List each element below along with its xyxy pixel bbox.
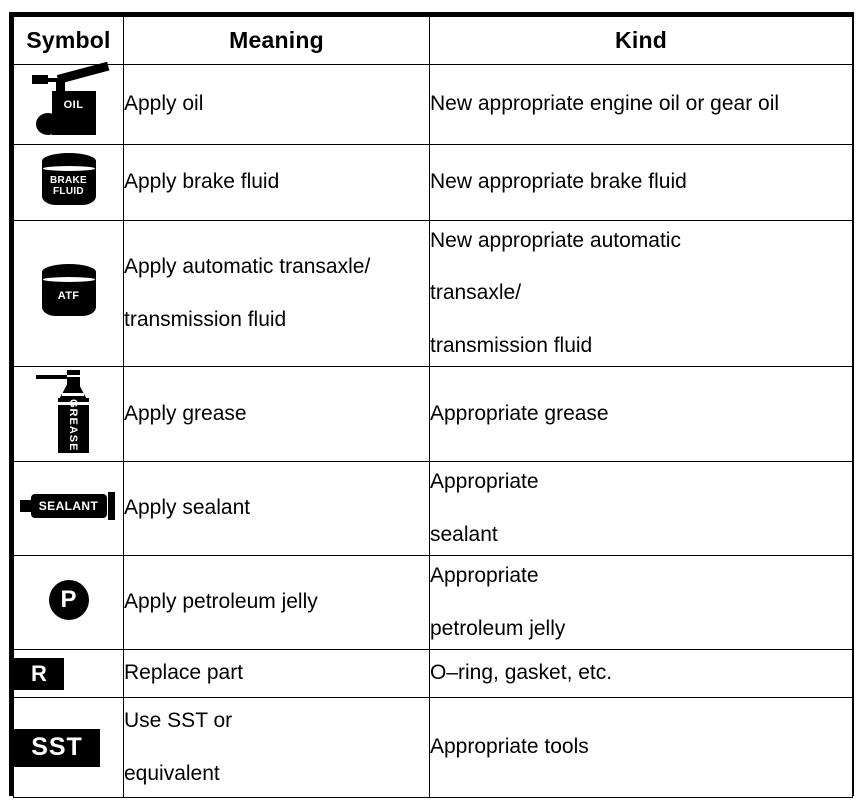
meaning-cell: Replace part <box>123 649 430 698</box>
petroleum-jelly-icon-label: P <box>60 586 77 613</box>
symbol-cell: BRAKE FLUID <box>13 144 124 221</box>
meaning-cell: Use SST or equivalent <box>123 697 430 798</box>
meaning-line: Use SST or <box>124 709 233 733</box>
table-row: R Replace part O–ring, gasket, etc. <box>13 649 853 698</box>
kind-line: Appropriate grease <box>430 401 609 425</box>
meaning-line: Replace part <box>124 661 244 685</box>
meaning-line: Apply oil <box>124 92 204 116</box>
table-row: OIL Apply oil New appropriate engine oil… <box>13 61 853 145</box>
kind-line: petroleum jelly <box>430 616 566 640</box>
kind-line: Appropriate tools <box>430 735 589 759</box>
meaning-line: Apply brake fluid <box>124 170 280 194</box>
kind-line: transaxle/ <box>430 281 522 305</box>
meaning-cell: Apply petroleum jelly <box>123 555 430 650</box>
atf-can-icon: ATF <box>41 264 96 318</box>
kind-cell: New appropriate automatic transaxle/ tra… <box>429 220 853 367</box>
brake-fluid-icon-label-line1: BRAKE <box>49 175 88 186</box>
sealant-tube-icon: SEALANT <box>19 491 118 521</box>
petroleum-jelly-icon: P <box>48 580 89 620</box>
meaning-line: Apply grease <box>124 401 247 425</box>
table-body: OIL Apply oil New appropriate engine oil… <box>13 61 853 798</box>
symbol-cell: R <box>13 649 124 698</box>
meaning-cell: Apply grease <box>123 366 430 462</box>
kind-line: O–ring, gasket, etc. <box>430 661 613 685</box>
oil-can-icon: OIL <box>30 61 109 135</box>
symbol-legend-table-frame: Symbol Meaning Kind OIL <box>9 12 854 798</box>
atf-icon-label: ATF <box>57 290 80 302</box>
table-row: ATF Apply automatic transaxle/ transmiss… <box>13 220 853 367</box>
meaning-line: Apply petroleum jelly <box>124 590 318 614</box>
table-header: Symbol Meaning Kind <box>13 16 853 65</box>
meaning-cell: Apply oil <box>123 64 430 145</box>
grease-gun-icon: GREASE <box>35 369 102 455</box>
symbol-cell: P <box>13 555 124 650</box>
column-header-symbol: Symbol <box>13 16 124 65</box>
kind-cell: Appropriate grease <box>429 366 853 462</box>
meaning-cell: Apply brake fluid <box>123 144 430 221</box>
symbol-cell: OIL <box>13 61 124 145</box>
sst-icon-label: SST <box>31 733 83 761</box>
meaning-line: Apply sealant <box>124 496 251 520</box>
meaning-cell: Apply sealant <box>123 461 430 556</box>
grease-icon-label: GREASE <box>67 399 79 452</box>
kind-cell: Appropriate sealant <box>429 461 853 556</box>
table-row: SEALANT Apply sealant Appropriate sealan… <box>13 461 853 556</box>
sst-icon: SST <box>14 728 100 767</box>
meaning-cell: Apply automatic transaxle/ transmission … <box>123 220 430 367</box>
symbol-cell: SST <box>13 697 124 798</box>
header-row: Symbol Meaning Kind <box>13 16 853 65</box>
brake-fluid-can-icon: BRAKE FLUID <box>41 153 96 207</box>
brake-fluid-icon-label-line2: FLUID <box>53 186 84 197</box>
kind-line: New appropriate engine oil or gear oil <box>430 92 780 116</box>
kind-cell: New appropriate engine oil or gear oil <box>429 64 853 145</box>
table-row: BRAKE FLUID Apply brake fluid New approp… <box>13 144 853 221</box>
kind-cell: New appropriate brake fluid <box>429 144 853 221</box>
kind-cell: O–ring, gasket, etc. <box>429 649 853 698</box>
column-header-kind: Kind <box>429 16 853 65</box>
meaning-line: transmission fluid <box>124 307 287 331</box>
symbol-cell: SEALANT <box>13 461 124 556</box>
oil-can-icon-label: OIL <box>63 99 84 111</box>
table-row: GREASE Apply grease Appropriate grease <box>13 366 853 462</box>
table-row: SST Use SST or equivalent Appropriate to… <box>13 697 853 798</box>
replace-part-icon-label: R <box>31 660 47 686</box>
kind-cell: Appropriate tools <box>429 697 853 798</box>
kind-line: New appropriate automatic <box>430 229 681 253</box>
meaning-line: Apply automatic transaxle/ <box>124 255 371 279</box>
symbol-cell: GREASE <box>13 366 124 462</box>
replace-part-icon: R <box>14 657 64 690</box>
sealant-icon-label: SEALANT <box>38 499 99 513</box>
kind-line: Appropriate <box>430 564 539 588</box>
symbol-legend-table: Symbol Meaning Kind OIL <box>13 16 853 798</box>
meaning-line: equivalent <box>124 761 220 785</box>
table-row: P Apply petroleum jelly Appropriate petr… <box>13 555 853 650</box>
symbol-cell: ATF <box>13 220 124 367</box>
kind-line: transmission fluid <box>430 333 593 357</box>
kind-cell: Appropriate petroleum jelly <box>429 555 853 650</box>
column-header-meaning: Meaning <box>123 16 430 65</box>
kind-line: sealant <box>430 522 498 546</box>
kind-line: Appropriate <box>430 470 539 494</box>
kind-line: New appropriate brake fluid <box>430 170 687 194</box>
